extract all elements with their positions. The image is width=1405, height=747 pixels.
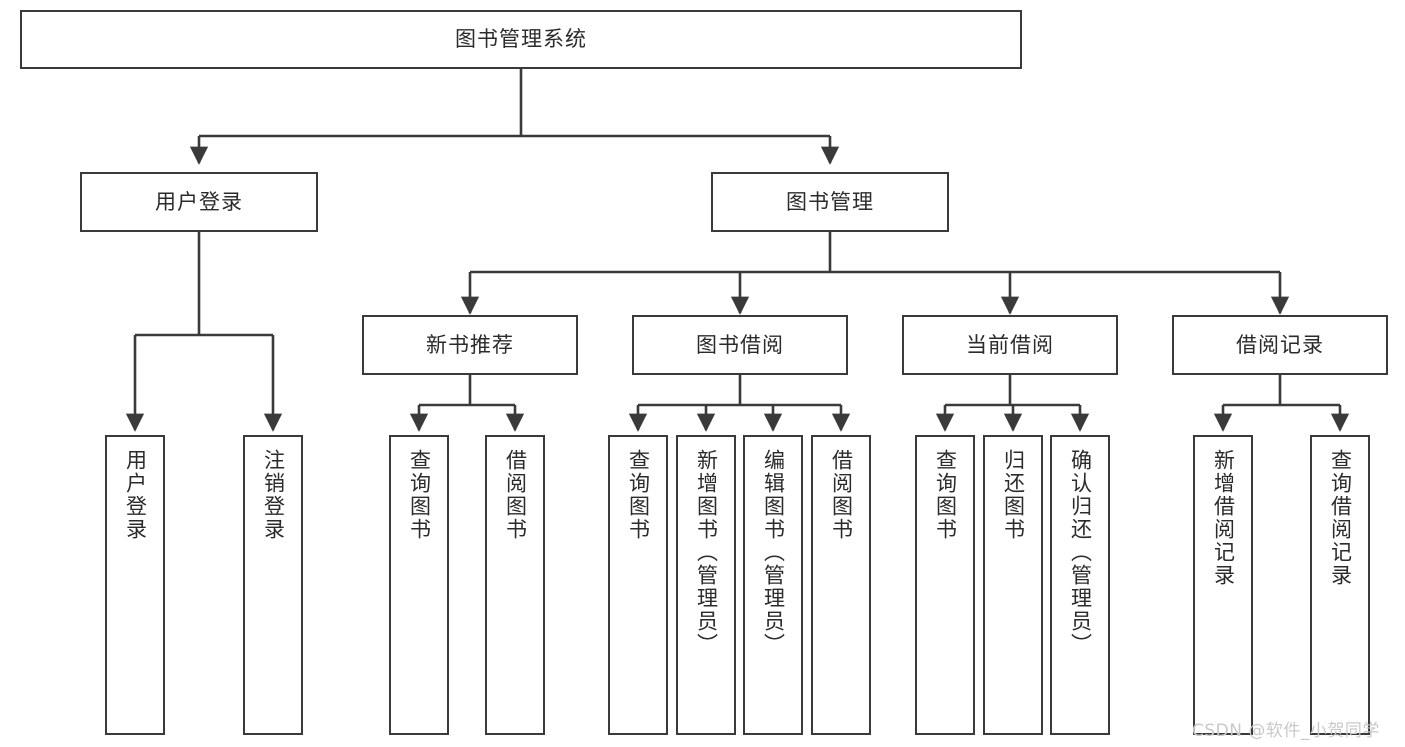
leaf-current-query-book-label: 查询图书 xyxy=(933,449,958,541)
leaf-current-query-book[interactable]: 查询图书 xyxy=(915,435,975,735)
node-root[interactable]: 图书管理系统 xyxy=(20,10,1022,69)
node-new-book-recommend[interactable]: 新书推荐 xyxy=(362,315,578,375)
leaf-current-confirm-return[interactable]: 确认归还（管理员） xyxy=(1050,435,1110,735)
node-borrow-record[interactable]: 借阅记录 xyxy=(1172,315,1388,375)
leaf-user-login-login[interactable]: 用户登录 xyxy=(105,435,165,735)
node-borrow-record-label: 借阅记录 xyxy=(1236,332,1324,357)
node-book-management-label: 图书管理 xyxy=(786,189,874,214)
node-user-login-label: 用户登录 xyxy=(155,189,243,214)
node-current-borrow[interactable]: 当前借阅 xyxy=(902,315,1118,375)
csdn-watermark: CSDN @软件_小贺同学 xyxy=(1192,721,1380,741)
leaf-user-login-logout-label: 注销登录 xyxy=(261,449,286,541)
leaf-current-return-book-label: 归还图书 xyxy=(1001,449,1026,541)
node-book-borrow[interactable]: 图书借阅 xyxy=(632,315,848,375)
leaf-recommend-query-book-label: 查询图书 xyxy=(407,449,432,541)
leaf-borrow-add-book-label: 新增图书（管理员） xyxy=(694,449,719,656)
leaf-borrow-edit-book[interactable]: 编辑图书（管理员） xyxy=(743,435,803,735)
node-root-label: 图书管理系统 xyxy=(455,27,587,52)
leaf-record-add-record[interactable]: 新增借阅记录 xyxy=(1193,435,1253,735)
leaf-record-add-record-label: 新增借阅记录 xyxy=(1211,449,1236,587)
leaf-recommend-query-book[interactable]: 查询图书 xyxy=(389,435,449,735)
leaf-recommend-borrow-book-label: 借阅图书 xyxy=(503,449,528,541)
leaf-current-confirm-return-label: 确认归还（管理员） xyxy=(1068,449,1093,656)
leaf-current-return-book[interactable]: 归还图书 xyxy=(983,435,1043,735)
node-book-management[interactable]: 图书管理 xyxy=(711,172,949,232)
leaf-borrow-query-book[interactable]: 查询图书 xyxy=(608,435,668,735)
leaf-recommend-borrow-book[interactable]: 借阅图书 xyxy=(485,435,545,735)
leaf-borrow-borrow-book[interactable]: 借阅图书 xyxy=(811,435,871,735)
leaf-borrow-add-book[interactable]: 新增图书（管理员） xyxy=(676,435,736,735)
leaf-user-login-logout[interactable]: 注销登录 xyxy=(243,435,303,735)
node-book-borrow-label: 图书借阅 xyxy=(696,332,784,357)
node-new-book-recommend-label: 新书推荐 xyxy=(426,332,514,357)
node-current-borrow-label: 当前借阅 xyxy=(966,332,1054,357)
node-user-login[interactable]: 用户登录 xyxy=(80,172,318,232)
leaf-user-login-login-label: 用户登录 xyxy=(123,449,148,541)
leaf-record-query-record-label: 查询借阅记录 xyxy=(1328,449,1353,587)
leaf-record-query-record[interactable]: 查询借阅记录 xyxy=(1310,435,1370,735)
leaf-borrow-borrow-book-label: 借阅图书 xyxy=(829,449,854,541)
leaf-borrow-query-book-label: 查询图书 xyxy=(626,449,651,541)
leaf-borrow-edit-book-label: 编辑图书（管理员） xyxy=(761,449,786,656)
